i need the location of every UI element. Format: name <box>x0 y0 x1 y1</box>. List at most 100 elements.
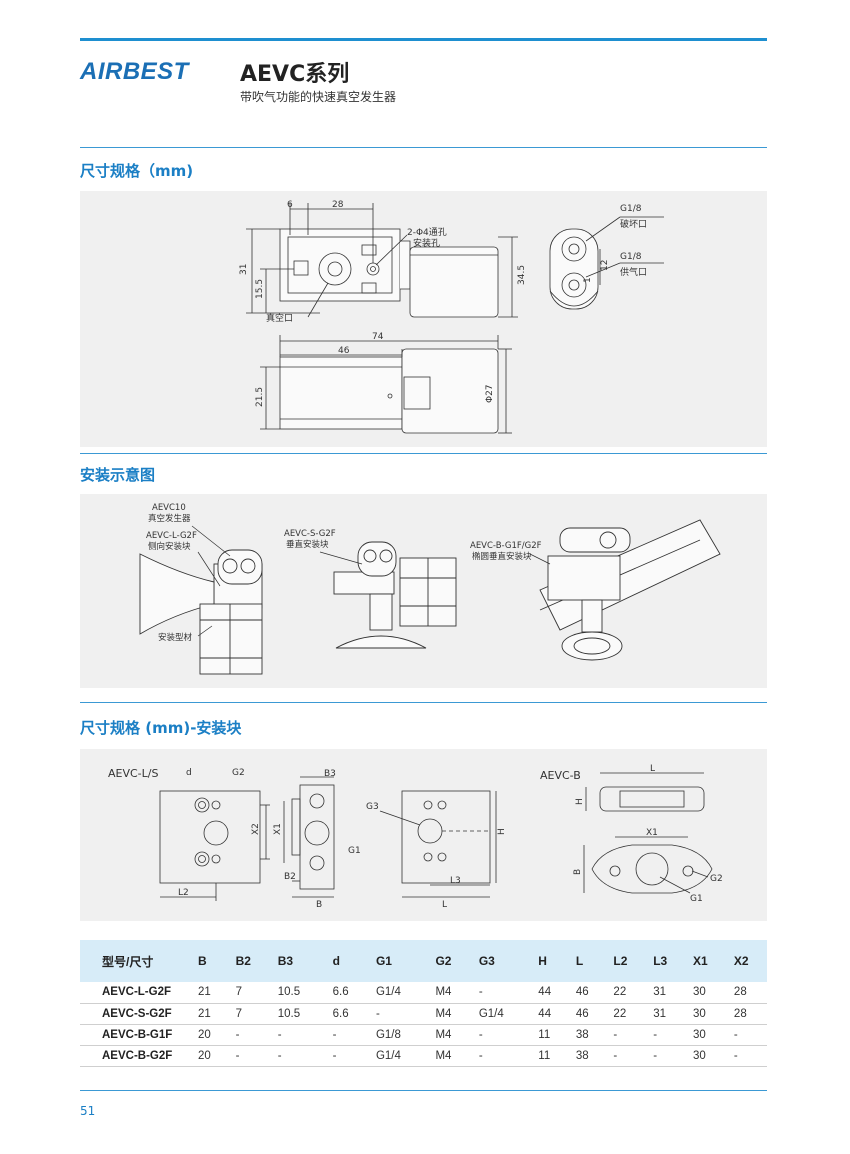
cell: G1/4 <box>367 982 428 1004</box>
dim-6-label: 6 <box>287 200 293 210</box>
label-l: L <box>442 900 447 910</box>
dim-21-5-label: 21.5 <box>255 387 265 407</box>
cell: 7 <box>227 1003 270 1025</box>
cell: 30 <box>684 1045 726 1067</box>
label-l3: L3 <box>450 876 461 886</box>
label-b2: B2 <box>284 872 296 882</box>
cell: 30 <box>684 1003 726 1025</box>
section-title-bracket: 尺寸规格 (mm)-安装块 <box>80 719 242 737</box>
supply-port-label: 供气口 <box>620 266 647 278</box>
dim-phi27-label: Φ27 <box>485 384 495 403</box>
bracket-drawing: AEVC-L/S d G2 X2 L2 B3 X1 G1 B2 B G3 H L… <box>108 764 723 910</box>
cell: - <box>227 1045 270 1067</box>
cell: - <box>227 1024 270 1046</box>
cell-model: AEVC-S-G2F <box>80 1003 190 1025</box>
b-block-label-line2: 椭圆垂直安装块 <box>472 551 532 562</box>
b-block-label-line1: AEVC-B-G1F/G2F <box>470 541 542 551</box>
hole-note-line2: 安装孔 <box>413 237 440 249</box>
label-l2: L2 <box>178 888 189 898</box>
cell: 44 <box>530 1003 568 1025</box>
g18-top-label: G1/8 <box>620 204 642 214</box>
cell: M4 <box>427 1024 471 1046</box>
cell: 44 <box>530 982 568 1004</box>
cell: 10.5 <box>269 982 325 1004</box>
header-x1: X1 <box>684 940 726 982</box>
cell: - <box>324 1045 368 1067</box>
vacuum-port-label: 真空口 <box>266 312 293 324</box>
header-l2: L2 <box>605 940 646 982</box>
hole-note-line1: 2-Φ4通孔 <box>407 227 447 238</box>
cell: 22 <box>605 982 646 1004</box>
cell: - <box>269 1045 325 1067</box>
l-block-label-line1: AEVC-L-G2F <box>146 531 197 541</box>
section-title-dimensions: 尺寸规格（mm) <box>80 162 194 180</box>
b-title: AEVC-B <box>540 769 581 782</box>
header-g2: G2 <box>427 940 471 982</box>
cell: - <box>605 1024 646 1046</box>
page-number: 51 <box>80 1104 96 1118</box>
b-label-g1: G1 <box>690 894 703 904</box>
cell: 38 <box>567 1045 606 1067</box>
cell: 28 <box>725 1003 767 1025</box>
cell: 31 <box>645 1003 685 1025</box>
cell: 20 <box>190 1024 228 1046</box>
label-x1: X1 <box>273 823 283 835</box>
bracket-drawing-panel: AEVC-L/S d G2 X2 L2 B3 X1 G1 B2 B G3 H L… <box>80 749 767 921</box>
table-row: AEVC-B-G1F 20 - - - G1/8 M4 - 11 38 - - … <box>80 1024 767 1046</box>
dim-1-label: 1 <box>583 277 593 283</box>
cell: 6.6 <box>324 1003 368 1025</box>
dimensions-drawing: 6 28 2-Φ4通孔 安装孔 31 15.5 34.5 真空口 G1/8 破坏… <box>239 200 664 434</box>
dim-34-5-label: 34.5 <box>517 265 527 285</box>
cell: 46 <box>567 1003 606 1025</box>
page-subtitle: 带吹气功能的快速真空发生器 <box>240 90 397 104</box>
header-d: d <box>324 940 368 982</box>
cell: - <box>470 982 531 1004</box>
cell: G1/4 <box>470 1003 531 1025</box>
cell-model: AEVC-B-G2F <box>80 1045 190 1067</box>
aevc10-label-line1: AEVC10 <box>152 503 186 513</box>
cell: 7 <box>227 982 270 1004</box>
cell: M4 <box>427 1045 471 1067</box>
header-x2: X2 <box>725 940 767 982</box>
b-label-x1: X1 <box>646 828 658 838</box>
cell: - <box>367 1003 428 1025</box>
s-block-label-line2: 垂直安装块 <box>286 539 329 550</box>
cell: 10.5 <box>269 1003 325 1025</box>
cell: M4 <box>427 1003 471 1025</box>
cell: 22 <box>605 1003 646 1025</box>
cell: 46 <box>567 982 606 1004</box>
cell: G1/8 <box>367 1024 428 1046</box>
dim-31-label: 31 <box>239 264 249 275</box>
break-port-label: 破坏口 <box>620 218 647 230</box>
header-b3: B3 <box>269 940 325 982</box>
table-row: AEVC-B-G2F 20 - - - G1/4 M4 - 11 38 - - … <box>80 1045 767 1067</box>
label-g3: G3 <box>366 802 379 812</box>
cell: 28 <box>725 982 767 1004</box>
header-rule <box>80 38 767 41</box>
label-d: d <box>186 768 192 778</box>
cell: 21 <box>190 1003 228 1025</box>
label-g1: G1 <box>348 846 361 856</box>
dim-46-label: 46 <box>338 346 350 356</box>
cell-model: AEVC-L-G2F <box>80 982 190 1004</box>
header-b2: B2 <box>227 940 270 982</box>
cell: 20 <box>190 1045 228 1067</box>
cell: 38 <box>567 1024 606 1046</box>
cell: - <box>470 1045 531 1067</box>
cell: M4 <box>427 982 471 1004</box>
cell: - <box>645 1024 685 1046</box>
cell: 11 <box>530 1024 568 1046</box>
cell: - <box>470 1024 531 1046</box>
table-row: AEVC-S-G2F 21 7 10.5 6.6 - M4 G1/4 44 46… <box>80 1003 767 1025</box>
label-b: B <box>316 900 322 910</box>
b-label-h: H <box>575 798 585 805</box>
label-x2: X2 <box>251 823 261 835</box>
l-block-label-line2: 侧向安装块 <box>148 541 191 552</box>
header-model: 型号/尺寸 <box>80 940 190 982</box>
footer-rule <box>80 1090 767 1091</box>
cell: 30 <box>684 982 726 1004</box>
dim-74-label: 74 <box>372 332 384 342</box>
cell: 21 <box>190 982 228 1004</box>
cell-model: AEVC-B-G1F <box>80 1024 190 1046</box>
dim-15-5-label: 15.5 <box>255 279 265 299</box>
